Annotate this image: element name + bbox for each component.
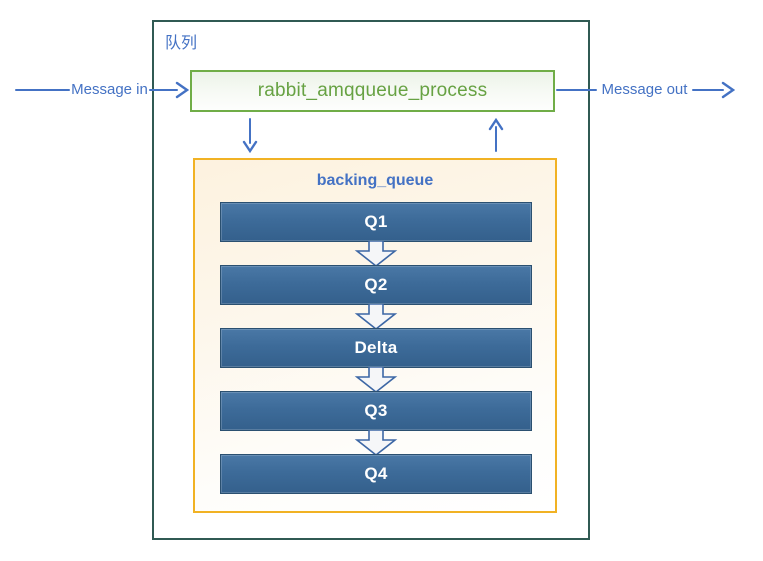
backing-to-process-arrowhead-icon bbox=[488, 118, 504, 131]
backing-queue-label: backing_queue bbox=[316, 172, 434, 189]
stage-bar-delta: Delta bbox=[220, 328, 532, 368]
message-in-line-right bbox=[149, 89, 178, 92]
stage-down-block-arrow-icon bbox=[354, 367, 398, 393]
stage-bar-q4: Q4 bbox=[220, 454, 532, 494]
stage-label-q2: Q2 bbox=[364, 275, 388, 294]
stage-down-block-arrow-icon bbox=[354, 430, 398, 456]
stage-bar-q1: Q1 bbox=[220, 202, 532, 242]
amqqueue-process-box: rabbit_amqqueue_process bbox=[190, 70, 555, 112]
message-out-arrowhead-icon bbox=[721, 81, 735, 99]
message-out-line-left bbox=[556, 89, 597, 92]
message-in-arrowhead-icon bbox=[175, 81, 189, 99]
queue-container-title: 队列 bbox=[165, 35, 198, 52]
stage-label-delta: Delta bbox=[354, 338, 398, 357]
process-to-backing-arrowhead-icon bbox=[242, 140, 258, 153]
stage-label-q4: Q4 bbox=[364, 464, 388, 483]
message-in-label: Message in bbox=[71, 81, 148, 98]
backing-queue-box: backing_queue Q1 Q2 Delta Q3 Q4 bbox=[193, 158, 557, 513]
message-in-line-left bbox=[15, 89, 70, 92]
stage-down-block-arrow-icon bbox=[354, 304, 398, 330]
message-out-label: Message out bbox=[601, 81, 688, 98]
message-out-line-right bbox=[692, 89, 724, 92]
process-to-backing-line bbox=[249, 118, 252, 144]
stage-bar-q2: Q2 bbox=[220, 265, 532, 305]
stage-down-block-arrow-icon bbox=[354, 241, 398, 267]
stage-label-q3: Q3 bbox=[364, 401, 388, 420]
amqqueue-process-label: rabbit_amqqueue_process bbox=[257, 80, 488, 101]
backing-to-process-line bbox=[495, 126, 498, 152]
stage-label-q1: Q1 bbox=[364, 212, 388, 231]
stage-bar-q3: Q3 bbox=[220, 391, 532, 431]
